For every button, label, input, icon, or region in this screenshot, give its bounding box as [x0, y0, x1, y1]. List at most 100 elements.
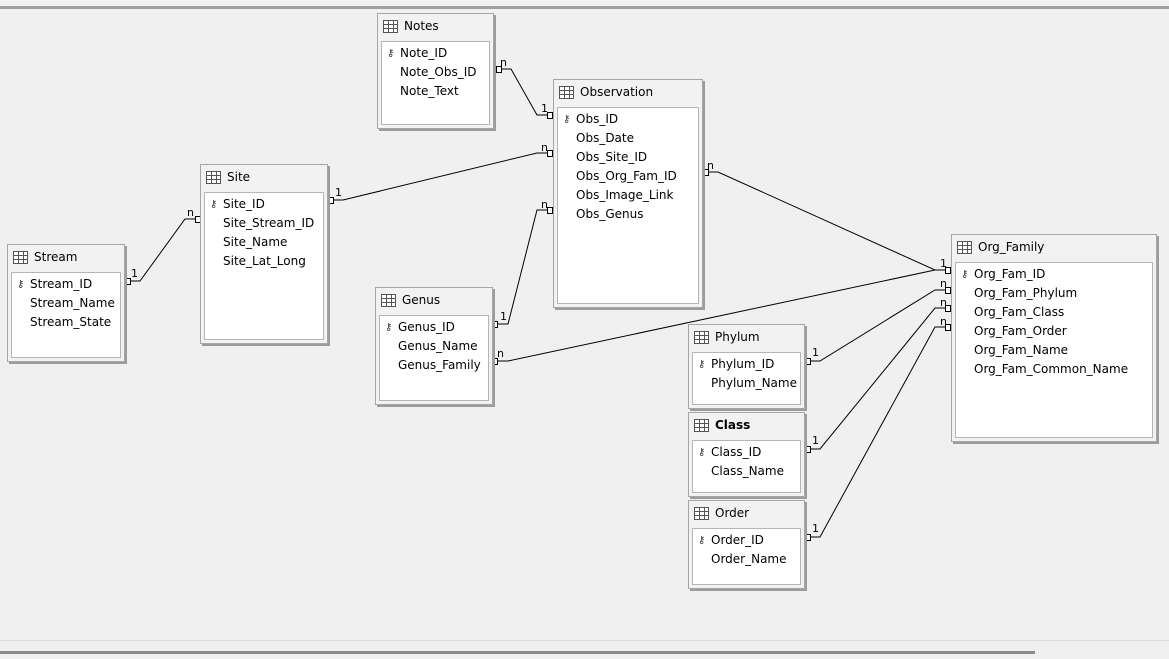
cardinality-one: 1 [812, 522, 819, 535]
cardinality-one: 1 [940, 257, 947, 270]
field-name: Obs_Date [576, 131, 634, 145]
table-title: Order [715, 506, 750, 520]
cardinality-many: n [541, 198, 548, 211]
field-row[interactable]: Site_Stream_ID [205, 214, 323, 233]
table-icon [381, 293, 396, 307]
field-row[interactable]: Org_Fam_Order [956, 322, 1152, 341]
field-row[interactable]: Stream_State [12, 313, 120, 332]
field-row[interactable]: Obs_Org_Fam_ID [558, 167, 698, 186]
field-row[interactable]: Genus_Name [380, 337, 488, 356]
cardinality-many: n [940, 296, 947, 309]
relation-site-observation [333, 152, 547, 201]
field-row[interactable]: ⚷Stream_ID [12, 275, 120, 294]
field-row[interactable]: Order_Name [693, 550, 800, 569]
field-row[interactable]: ⚷Note_ID [382, 44, 489, 63]
table-header[interactable]: Org_Family [952, 235, 1156, 259]
field-name: Phylum_Name [711, 376, 797, 390]
field-name: Class_ID [711, 445, 762, 459]
field-row[interactable]: ⚷Org_Fam_ID [956, 265, 1152, 284]
field-row[interactable]: Site_Name [205, 233, 323, 252]
field-name: Obs_Site_ID [576, 150, 648, 164]
table-phylum[interactable]: Phylum ⚷Phylum_ID Phylum_Name [688, 324, 805, 409]
field-row[interactable]: ⚷Site_ID [205, 195, 323, 214]
table-stream[interactable]: Stream ⚷Stream_ID Stream_Name Stream_Sta… [7, 244, 125, 362]
field-row[interactable]: ⚷Order_ID [693, 531, 800, 550]
port [945, 287, 951, 294]
table-header[interactable]: Site [201, 165, 327, 189]
cardinality-many: n [187, 206, 194, 219]
port [547, 150, 553, 157]
table-header[interactable]: Order [689, 501, 804, 525]
port [805, 358, 811, 365]
port [547, 112, 553, 119]
primary-key-icon: ⚷ [387, 48, 395, 59]
field-name: Org_Fam_ID [974, 267, 1046, 281]
field-name: Order_ID [711, 533, 764, 547]
field-name: Obs_Org_Fam_ID [576, 169, 677, 183]
table-icon [559, 85, 574, 99]
window-top-border [0, 6, 1169, 9]
field-row[interactable]: Site_Lat_Long [205, 252, 323, 271]
table-icon [13, 250, 28, 264]
table-header[interactable]: Stream [8, 245, 124, 269]
cardinality-one: 1 [335, 186, 342, 199]
table-site[interactable]: Site ⚷Site_ID Site_Stream_ID Site_Name S… [200, 164, 328, 344]
table-org-family[interactable]: Org_Family ⚷Org_Fam_ID Org_Fam_Phylum Or… [951, 234, 1157, 442]
table-icon [694, 418, 709, 432]
field-list: ⚷Order_ID Order_Name [692, 528, 801, 585]
cardinality-many: n [940, 277, 947, 290]
field-row[interactable]: ⚷Obs_ID [558, 110, 698, 129]
table-header[interactable]: Observation [554, 80, 702, 104]
table-icon [206, 170, 221, 184]
field-row[interactable]: Stream_Name [12, 294, 120, 313]
scrollbar-thumb[interactable] [0, 651, 1035, 654]
field-name: Site_Lat_Long [223, 254, 306, 268]
cardinality-one: 1 [812, 346, 819, 359]
primary-key-icon: ⚷ [385, 322, 393, 333]
field-row[interactable]: Note_Obs_ID [382, 63, 489, 82]
field-name: Genus_Name [398, 339, 478, 353]
field-name: Org_Fam_Common_Name [974, 362, 1129, 376]
table-title: Stream [34, 250, 78, 264]
relation-class-orgfamily [810, 307, 945, 450]
field-list: ⚷Phylum_ID Phylum_Name [692, 352, 801, 405]
field-row[interactable]: Obs_Image_Link [558, 186, 698, 205]
field-row[interactable]: ⚷Phylum_ID [693, 355, 800, 374]
field-name: Org_Fam_Name [974, 343, 1069, 357]
table-genus[interactable]: Genus ⚷Genus_ID Genus_Name Genus_Family [375, 287, 493, 405]
cardinality-many: n [707, 159, 714, 172]
table-header[interactable]: Notes [378, 14, 493, 38]
table-order[interactable]: Order ⚷Order_ID Order_Name [688, 500, 805, 589]
field-row[interactable]: Org_Fam_Phylum [956, 284, 1152, 303]
field-row[interactable]: Org_Fam_Name [956, 341, 1152, 360]
field-row[interactable]: Org_Fam_Class [956, 303, 1152, 322]
field-row[interactable]: Org_Fam_Common_Name [956, 360, 1152, 379]
field-row[interactable]: ⚷Genus_ID [380, 318, 488, 337]
table-header[interactable]: Phylum [689, 325, 804, 349]
port [547, 207, 553, 214]
field-row[interactable]: Phylum_Name [693, 374, 800, 393]
port [328, 197, 334, 204]
field-row[interactable]: Obs_Genus [558, 205, 698, 224]
table-class[interactable]: Class ⚷Class_ID Class_Name [688, 412, 805, 497]
field-name: Stream_ID [30, 277, 93, 291]
field-name: Order_Name [711, 552, 787, 566]
field-row[interactable]: ⚷Class_ID [693, 443, 800, 462]
port [805, 534, 811, 541]
table-title: Genus [402, 293, 441, 307]
port [805, 446, 811, 453]
table-header[interactable]: Genus [376, 288, 492, 312]
field-name: Org_Fam_Class [974, 305, 1065, 319]
field-row[interactable]: Obs_Date [558, 129, 698, 148]
field-row[interactable]: Obs_Site_ID [558, 148, 698, 167]
cardinality-many: n [940, 315, 947, 328]
table-observation[interactable]: Observation ⚷Obs_ID Obs_Date Obs_Site_ID… [553, 79, 703, 308]
horizontal-scrollbar[interactable] [0, 640, 1169, 659]
relation-phylum-orgfamily [810, 289, 945, 362]
field-row[interactable]: Class_Name [693, 462, 800, 481]
table-notes[interactable]: Notes ⚷Note_ID Note_Obs_ID Note_Text [377, 13, 494, 129]
table-title: Class [715, 418, 751, 432]
table-header[interactable]: Class [689, 413, 804, 437]
field-row[interactable]: Note_Text [382, 82, 489, 101]
field-row[interactable]: Genus_Family [380, 356, 488, 375]
